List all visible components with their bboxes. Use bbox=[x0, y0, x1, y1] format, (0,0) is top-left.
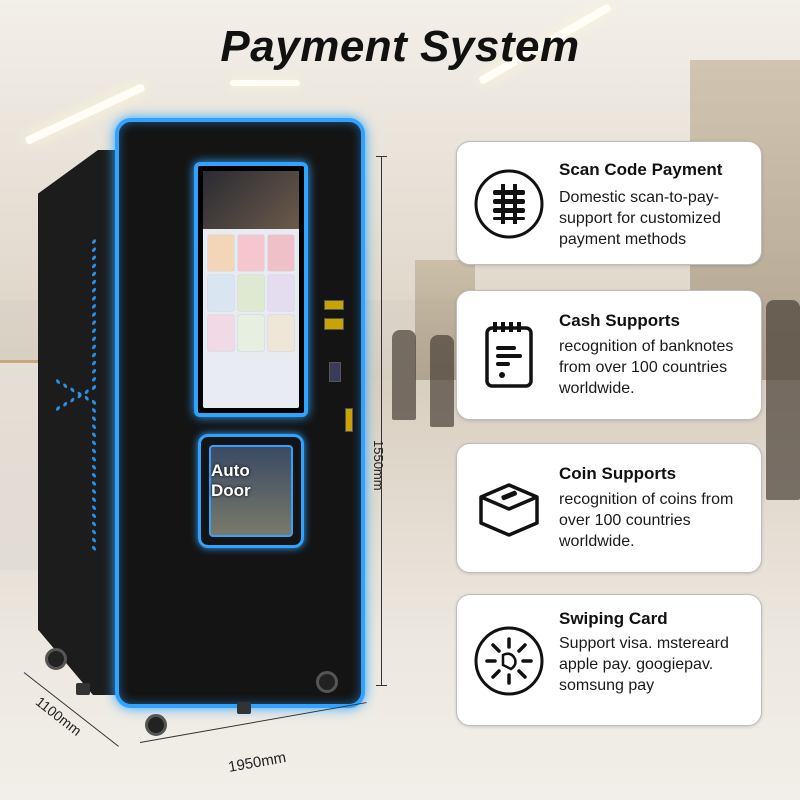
auto-door[interactable]: Auto Door bbox=[209, 445, 293, 537]
shopper bbox=[766, 300, 800, 500]
auto-door-frame: Auto Door bbox=[198, 434, 304, 548]
height-dimension-label: 1550mm bbox=[371, 440, 386, 491]
feature-description: Domestic scan-to-pay-support for customi… bbox=[559, 189, 721, 248]
feature-card-cash: Cash Supports recognition of banknotes f… bbox=[456, 290, 762, 420]
coin-icon bbox=[471, 471, 547, 547]
feature-title: Cash Supports bbox=[559, 311, 680, 330]
product-tile[interactable] bbox=[208, 315, 234, 351]
side-led-chevron bbox=[56, 378, 96, 552]
product-tile[interactable] bbox=[268, 235, 294, 271]
page-title: Payment System bbox=[220, 22, 580, 71]
height-dimension-line bbox=[376, 156, 387, 686]
product-grid bbox=[203, 229, 299, 357]
product-tile[interactable] bbox=[238, 275, 264, 311]
leveling-foot bbox=[76, 683, 90, 695]
touch-screen[interactable] bbox=[203, 171, 299, 408]
feature-card-swiping-card: Swiping Card Support visa. mstereard app… bbox=[456, 594, 762, 726]
feature-title: Scan Code Payment bbox=[559, 160, 723, 179]
swiping-card-icon bbox=[471, 623, 547, 699]
auto-door-label: Auto Door bbox=[211, 461, 251, 500]
ceiling-light bbox=[230, 80, 300, 86]
coin-slot[interactable] bbox=[345, 408, 353, 432]
card-reader[interactable] bbox=[329, 362, 341, 382]
feature-title: Coin Supports bbox=[559, 464, 677, 483]
product-tile[interactable] bbox=[208, 235, 234, 271]
bill-acceptor-slot[interactable] bbox=[324, 318, 344, 330]
screen-banner bbox=[203, 171, 299, 229]
product-tile[interactable] bbox=[268, 275, 294, 311]
bill-acceptor[interactable] bbox=[324, 300, 344, 310]
product-tile[interactable] bbox=[238, 235, 264, 271]
cash-icon bbox=[471, 318, 547, 394]
leveling-foot bbox=[237, 702, 251, 714]
product-tile[interactable] bbox=[268, 315, 294, 351]
feature-description: recognition of coins from over 100 count… bbox=[559, 491, 734, 550]
caster-wheel bbox=[45, 648, 67, 670]
scan-code-icon bbox=[471, 166, 547, 242]
feature-description: recognition of banknotes from over 100 c… bbox=[559, 338, 734, 397]
feature-card-scan-code: Scan Code Payment Domestic scan-to-pay-s… bbox=[456, 141, 762, 265]
product-tile[interactable] bbox=[208, 275, 234, 311]
shopper bbox=[430, 335, 454, 427]
feature-card-coin: Coin Supports recognition of coins from … bbox=[456, 443, 762, 573]
feature-description: Support visa. mstereard apple pay. googi… bbox=[559, 635, 729, 694]
feature-title: Swiping Card bbox=[559, 609, 668, 628]
caster-wheel bbox=[316, 671, 338, 693]
touch-screen-frame bbox=[194, 162, 308, 417]
vending-machine: Auto Door bbox=[115, 118, 365, 708]
product-tile[interactable] bbox=[238, 315, 264, 351]
caster-wheel bbox=[145, 714, 167, 736]
shopper bbox=[392, 330, 416, 420]
